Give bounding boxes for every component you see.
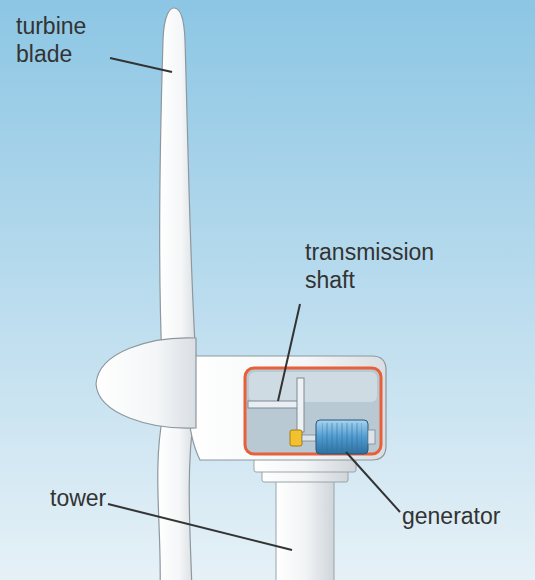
part-label: tower bbox=[50, 484, 170, 512]
cutaway-interior bbox=[245, 368, 381, 454]
generator bbox=[316, 420, 375, 454]
leader-lines bbox=[108, 58, 400, 550]
turbine-blades bbox=[158, 8, 196, 580]
leader-line bbox=[110, 58, 172, 72]
leader-line bbox=[108, 504, 292, 550]
tower bbox=[254, 458, 356, 580]
large-gear bbox=[297, 378, 304, 432]
small-gear bbox=[290, 430, 302, 446]
part-label: generator bbox=[402, 502, 527, 530]
hub-nose-cone bbox=[96, 338, 196, 428]
leader-line bbox=[278, 304, 300, 401]
nacelle bbox=[188, 356, 386, 460]
part-label: turbine blade bbox=[16, 12, 116, 68]
part-label: transmission shaft bbox=[305, 238, 465, 294]
transmission-shaft bbox=[248, 401, 300, 408]
leader-line bbox=[346, 452, 400, 512]
